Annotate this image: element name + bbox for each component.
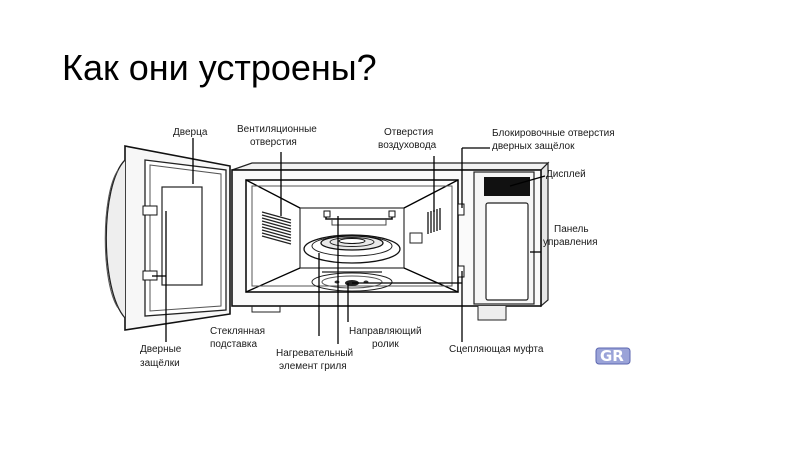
- label-display: Дисплей: [546, 169, 586, 180]
- slide-title: Как они устроены?: [62, 47, 377, 88]
- grill-heating-element: [323, 210, 396, 226]
- label-duct-line1: Отверстия: [384, 127, 433, 138]
- label-vent-line1: Вентиляционные: [237, 124, 317, 135]
- label-panel-line1: Панель: [554, 224, 589, 235]
- roller-ring: [311, 271, 393, 292]
- leader-lines: [152, 138, 546, 344]
- label-latches-line2: защёлки: [140, 358, 180, 369]
- label-panel-line2: управления: [543, 237, 598, 248]
- label-duct-line2: воздуховода: [378, 140, 437, 151]
- air-duct-grille-right: [409, 208, 441, 244]
- open-door: [104, 145, 231, 331]
- label-latches-line1: Дверные: [140, 344, 182, 355]
- gr-logo: GR: [595, 347, 631, 365]
- label-glass-line1: Стеклянная: [210, 326, 265, 337]
- glass-turntable: [303, 234, 401, 264]
- door-latch-top: [142, 205, 158, 216]
- vent-grille-left: [261, 211, 292, 245]
- label-lock-holes-line1: Блокировочные отверстия: [492, 128, 615, 139]
- lock-hole-bottom: [457, 265, 465, 278]
- label-door: Дверца: [173, 127, 208, 138]
- cavity: [245, 179, 465, 293]
- label-coupling: Сцепляющая муфта: [449, 343, 544, 355]
- display-screen: [484, 177, 530, 196]
- label-vent-line2: отверстия: [250, 137, 297, 148]
- label-roller-line1: Направляющий: [349, 326, 422, 337]
- logo-text: GR: [600, 347, 624, 365]
- label-roller-line2: ролик: [372, 339, 399, 350]
- control-panel: [473, 171, 535, 305]
- labels: Дверца Вентиляционные отверстия Отверсти…: [140, 124, 615, 372]
- label-heater-line1: Нагревательный: [276, 348, 353, 359]
- label-heater-line2: элемент гриля: [279, 361, 347, 372]
- lock-hole-top: [457, 203, 465, 216]
- label-glass-line2: подставка: [210, 339, 258, 350]
- label-lock-holes-line2: дверных защёлок: [492, 141, 575, 152]
